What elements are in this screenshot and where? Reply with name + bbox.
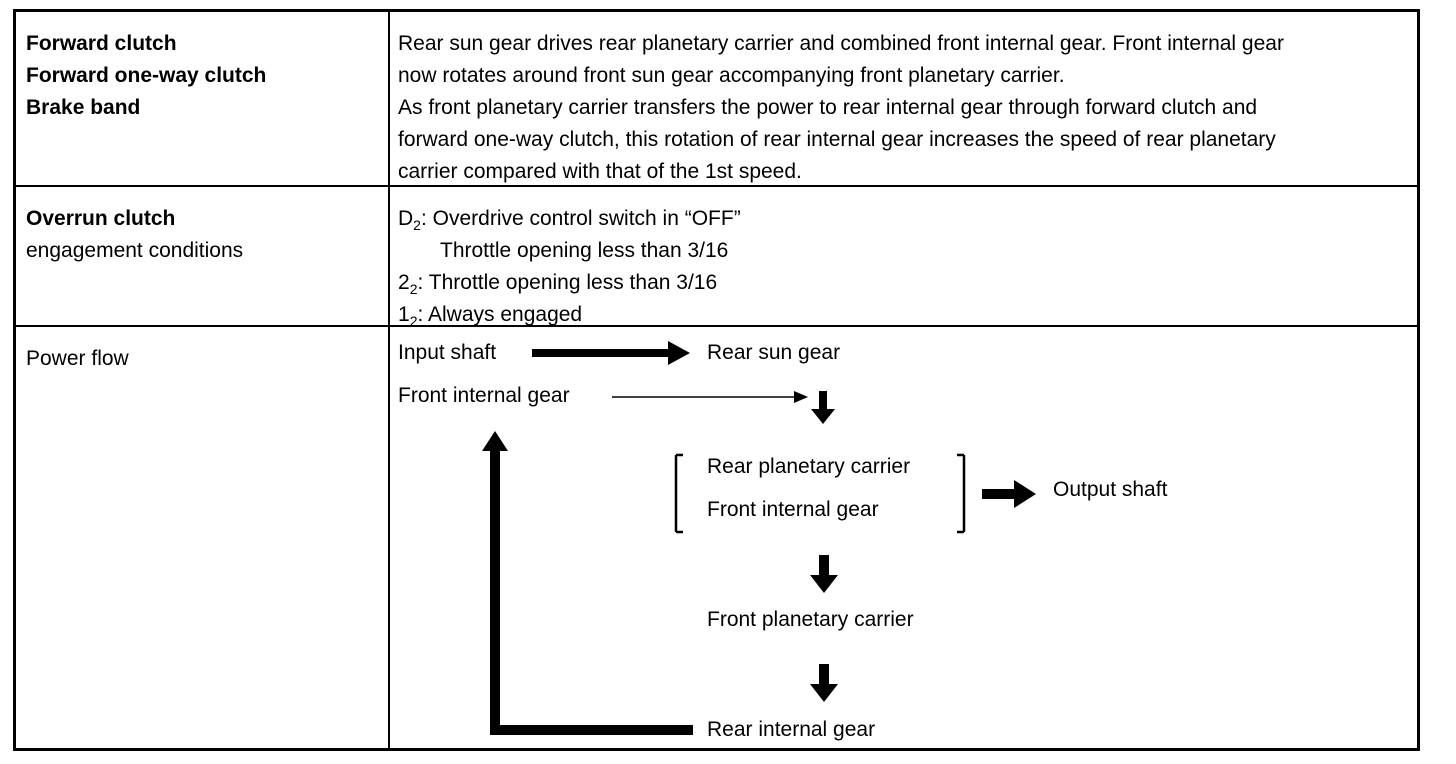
component-brake-band: Brake band (26, 96, 141, 119)
table-row-clutches: Forward clutch Forward one-way clutch Br… (16, 12, 1417, 187)
arrow-input-to-sun-gear (532, 341, 690, 365)
condition-12: 12: Always engaged (398, 303, 583, 330)
components-cell: Forward clutch Forward one-way clutch Br… (26, 28, 266, 124)
node-front-internal-gear: Front internal gear (398, 384, 570, 407)
arrow-down-to-carrier (811, 391, 835, 424)
overrun-clutch-title: Overrun clutch (26, 207, 176, 230)
description-line: carrier compared with that of the 1st sp… (398, 160, 802, 183)
arrow-front-internal-gear-thin (612, 391, 808, 403)
power-flow-arrows (482, 341, 1036, 735)
condition-d2: D2: Overdrive control switch in “OFF” (398, 207, 741, 234)
power-flow-diagram: Input shaft Rear sun gear Front internal… (16, 327, 1417, 748)
column-divider (388, 12, 390, 748)
condition-d2-throttle: Throttle opening less than 3/16 (440, 239, 729, 262)
arrow-to-output-shaft (982, 480, 1036, 508)
arrow-down-to-rear-internal-gear (810, 664, 838, 702)
power-flow-label-cell: Power flow (26, 343, 129, 375)
overrun-clutch-cell: Overrun clutch engagement conditions (26, 203, 243, 267)
description-line: As front planetary carrier transfers the… (398, 96, 1258, 119)
description-line: Rear sun gear drives rear planetary carr… (398, 32, 1284, 55)
node-front-planetary-carrier: Front planetary carrier (707, 608, 914, 631)
condition-22: 22: Throttle opening less than 3/16 (398, 271, 718, 298)
power-flow-label: Power flow (26, 347, 129, 370)
node-front-internal-gear-combined: Front internal gear (707, 498, 879, 521)
table-row-overrun-clutch: Overrun clutch engagement conditions D2:… (16, 187, 1417, 328)
bracket-left (674, 453, 683, 534)
conditions-cell: D2: Overdrive control switch in “OFF” Th… (398, 203, 1410, 331)
component-forward-one-way-clutch: Forward one-way clutch (26, 64, 267, 87)
node-output-shaft: Output shaft (1053, 478, 1168, 501)
arrow-feedback-loop (482, 431, 693, 735)
overrun-clutch-subtitle: engagement conditions (26, 239, 244, 262)
node-rear-internal-gear: Rear internal gear (707, 718, 876, 741)
node-input-shaft: Input shaft (398, 341, 497, 364)
description-line: forward one-way clutch, this rotation of… (398, 128, 1276, 151)
table-row-power-flow: Power flow (16, 327, 1417, 748)
power-flow-table: Forward clutch Forward one-way clutch Br… (13, 9, 1420, 751)
node-rear-planetary-carrier: Rear planetary carrier (707, 455, 911, 478)
description-line: now rotates around front sun gear accomp… (398, 64, 1065, 87)
node-rear-sun-gear: Rear sun gear (707, 341, 841, 364)
description-cell: Rear sun gear drives rear planetary carr… (398, 28, 1410, 188)
bracket-right (957, 453, 966, 534)
component-forward-clutch: Forward clutch (26, 32, 177, 55)
arrow-down-to-front-planetary-carrier (810, 555, 838, 593)
